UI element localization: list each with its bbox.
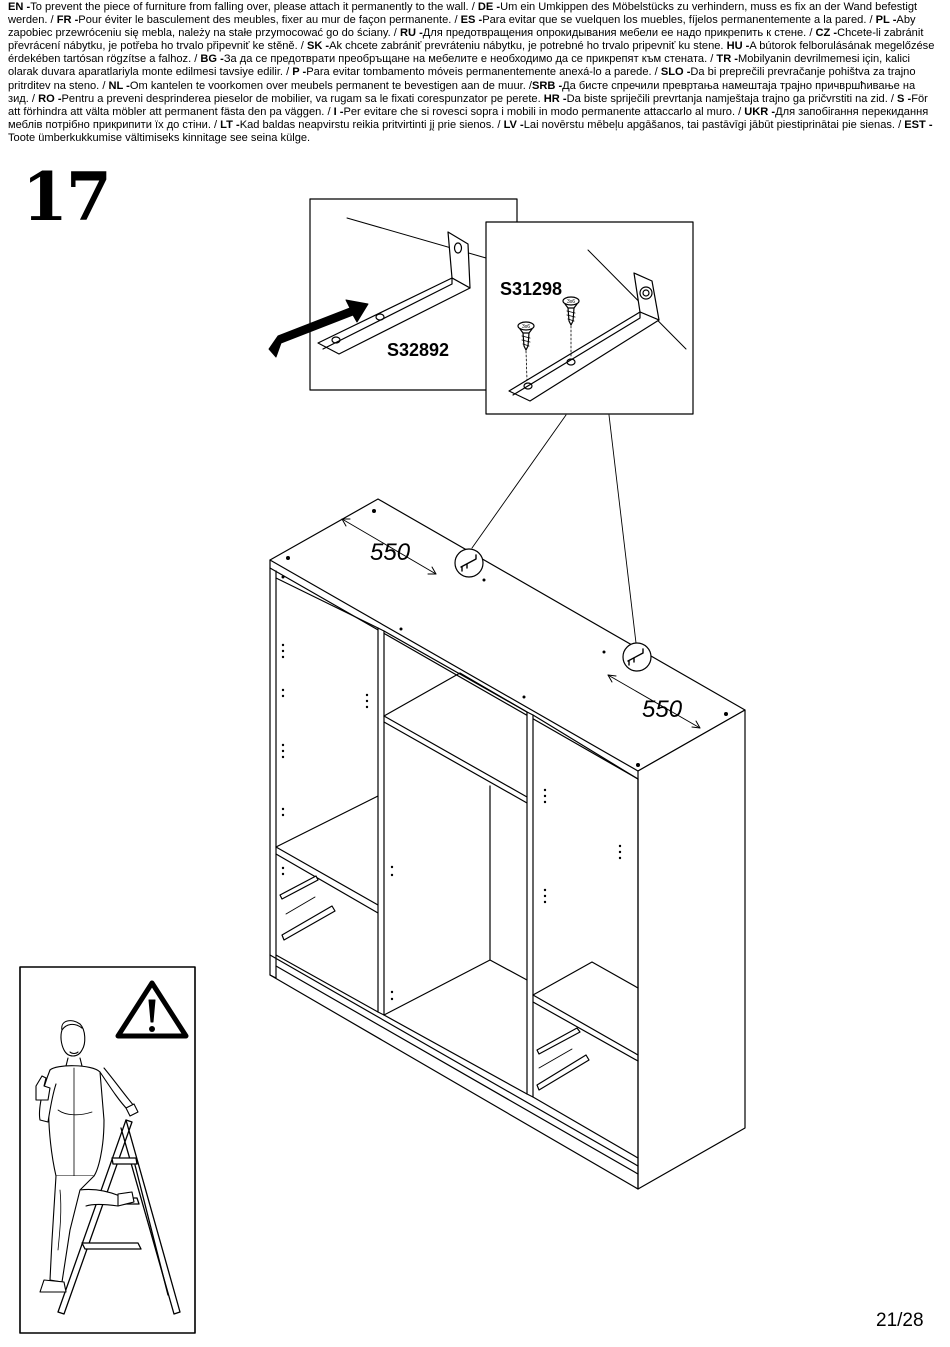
instruction-text: För att förhindra att välta möbler att p… bbox=[8, 92, 928, 118]
language-code: RU - bbox=[399, 27, 423, 40]
instruction-text: To prevent the piece of furniture from f… bbox=[30, 1, 478, 13]
screw-part-code: S31298 bbox=[500, 279, 562, 299]
instruction-text: Para evitar que se vuelquen los muebles,… bbox=[482, 14, 876, 27]
language-code: SK - bbox=[306, 40, 330, 53]
language-code: HR - bbox=[543, 92, 567, 105]
instruction-text: За да се предотврати преобръщане на мебе… bbox=[223, 53, 717, 66]
dimension-value: 550 bbox=[370, 539, 411, 566]
language-code: TR - bbox=[716, 53, 738, 66]
dimension-right: 550 bbox=[607, 674, 701, 729]
screw-detail-panel: 3x6 3x6 bbox=[485, 221, 694, 415]
language-code: FR - bbox=[56, 14, 79, 27]
instruction-text: Da biste spriječili prevrtanja namještaj… bbox=[566, 92, 898, 105]
instruction-text: Pour éviter le basculement des meubles, … bbox=[78, 14, 461, 27]
arrow-icon bbox=[268, 299, 369, 358]
language-code: UKR - bbox=[744, 105, 776, 118]
language-code: HU - bbox=[726, 40, 750, 53]
step-number: 17 bbox=[22, 158, 112, 236]
instruction-text: Да бисте спречили превртања намештаја тр… bbox=[8, 79, 916, 105]
instruction-text: Para evitar tombamento móveis permanente… bbox=[306, 66, 661, 79]
instruction-text: Toote ümberkukkumise vältimiseks kinnita… bbox=[8, 131, 311, 144]
language-code: LT - bbox=[220, 118, 240, 131]
language-code: CZ - bbox=[815, 27, 838, 40]
language-code: P - bbox=[292, 66, 307, 79]
language-code: DE - bbox=[477, 1, 501, 13]
bracket-part-code: S32892 bbox=[387, 340, 449, 360]
instruction-text: Chcete-li zabránit převrácení nábytku, j… bbox=[8, 27, 924, 53]
language-code: BG - bbox=[200, 53, 224, 66]
wardrobe-drawing bbox=[269, 498, 746, 1190]
language-code: EN - bbox=[8, 1, 31, 13]
multilingual-instructions: EN -To prevent the piece of furniture fr… bbox=[8, 1, 938, 145]
warning-triangle-icon bbox=[115, 980, 189, 1039]
instruction-text: Om kantelen te voorkomen over meubels pe… bbox=[129, 79, 532, 92]
screw-head-mark: 3x6 bbox=[522, 324, 530, 330]
bracket-detail-panel bbox=[309, 198, 518, 391]
instruction-text: Lai novērstu mēbeļu apgāšanos, tai pastā… bbox=[523, 118, 905, 131]
screw-icon: 3x6 bbox=[517, 321, 535, 381]
dimension-left: 550 bbox=[341, 518, 437, 575]
instruction-text: Kad baldas neapvirstu reikia pritvirtint… bbox=[239, 118, 504, 131]
instruction-text: Aby zapobiec przewróceniu się mebla, nal… bbox=[8, 14, 916, 40]
ladder-warning-panel bbox=[19, 966, 196, 1334]
instruction-text: Mobilyanin devrilmemesi için, kalici ola… bbox=[8, 53, 911, 79]
instruction-text: Для запобігання перекидання меблів потрі… bbox=[8, 105, 929, 131]
person-on-ladder-illustration bbox=[35, 1020, 139, 1293]
instruction-text: Per evitare che si rovesci sopra i mobil… bbox=[343, 105, 745, 118]
instruction-text: Da bi preprečili prevračanje pohištva za… bbox=[8, 66, 916, 92]
language-code: EST - bbox=[904, 118, 933, 131]
language-code: ES - bbox=[460, 14, 483, 27]
language-code: PL - bbox=[875, 14, 897, 27]
screw-head-mark: 3x6 bbox=[567, 299, 575, 305]
language-code: RO - bbox=[38, 92, 62, 105]
language-code: NL - bbox=[108, 79, 130, 92]
language-code: S - bbox=[897, 92, 912, 105]
instruction-text: Для предотвращения опрокидывания мебели … bbox=[422, 27, 816, 40]
language-code: SRB - bbox=[531, 79, 563, 92]
language-code: SLO - bbox=[660, 66, 691, 79]
instruction-text: Ak chcete zabrániť prevráteniu nábytku, … bbox=[329, 40, 727, 53]
page-number: 21/28 bbox=[876, 1310, 924, 1331]
dimension-value: 550 bbox=[642, 696, 683, 723]
screw-icon: 3x6 bbox=[562, 296, 580, 358]
instruction-text: Um ein Umkippen des Möbelstücks zu verhi… bbox=[8, 1, 918, 27]
stepladder-icon bbox=[57, 1119, 181, 1315]
instruction-text: Pentru a preveni desprinderea pieselor d… bbox=[61, 92, 544, 105]
instruction-text: A bútorok felborulásának megelőzése érde… bbox=[8, 40, 935, 66]
language-code: I - bbox=[333, 105, 344, 118]
language-code: LV - bbox=[503, 118, 524, 131]
